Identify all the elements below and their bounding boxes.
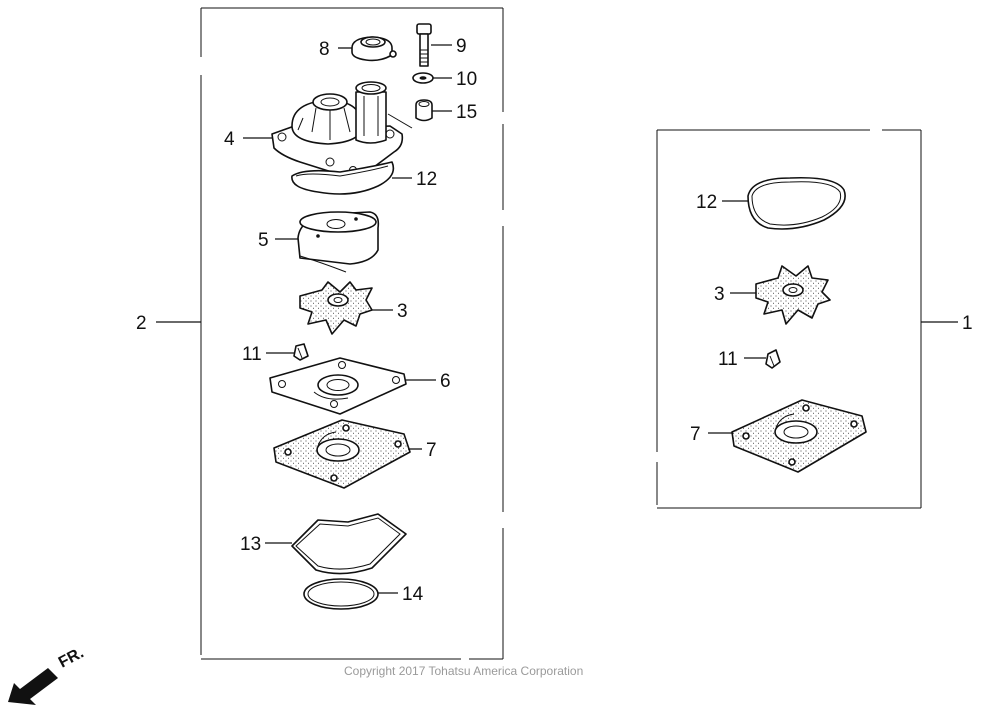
seal-part-12-left: [291, 161, 395, 195]
callout-8: 8: [319, 39, 330, 60]
callout-11-right: 11: [718, 349, 738, 370]
callout-15: 15: [456, 102, 477, 123]
callout-5: 5: [258, 230, 269, 251]
callout-12-right: 12: [696, 192, 717, 213]
callout-1: 1: [962, 313, 973, 334]
leader-lines: [156, 44, 958, 594]
front-marker-label: FR.: [56, 644, 87, 671]
key-part-11-left: [293, 343, 309, 361]
plate-part-6: [269, 357, 407, 415]
o-ring-part-14: [303, 578, 379, 610]
kit-frame-left: [200, 7, 504, 660]
callout-2: 2: [136, 313, 147, 334]
callout-3-left: 3: [397, 301, 408, 322]
insert-cartridge-part-5: [297, 211, 380, 273]
front-arrow-icon: [8, 668, 58, 705]
seal-part-13: [291, 513, 407, 575]
collar-part-15: [415, 99, 433, 122]
callout-7-right: 7: [690, 424, 701, 445]
callout-12-left: 12: [416, 169, 437, 190]
callouts: 2 1 8 9 10 15 4 12 5 3 11 6 7 13 14 12 3…: [136, 36, 973, 605]
pump-housing-part-4: [271, 81, 413, 180]
callout-10: 10: [456, 69, 477, 90]
bolt-part-9: [416, 23, 432, 67]
impeller-part-3-right: [755, 265, 831, 325]
callout-14: 14: [402, 584, 424, 605]
copyright-text: Copyright 2017 Tohatsu America Corporati…: [344, 664, 583, 678]
callout-6: 6: [440, 371, 451, 392]
front-direction-arrow: FR.: [8, 644, 87, 705]
kit-frame-right: [656, 129, 922, 509]
seal-part-12-right: [747, 176, 846, 230]
callout-3-right: 3: [714, 284, 725, 305]
callout-7-left: 7: [426, 440, 437, 461]
gasket-part-7-right: [731, 399, 867, 473]
callout-13: 13: [240, 534, 261, 555]
callout-11-left: 11: [242, 344, 262, 365]
washer-part-10: [412, 72, 434, 84]
key-part-11-right: [765, 349, 781, 369]
grommet-part-8: [351, 36, 397, 62]
callout-9: 9: [456, 36, 467, 57]
callout-4: 4: [224, 129, 235, 150]
impeller-part-3-left: [299, 281, 373, 335]
gasket-part-7-left: [273, 419, 411, 489]
